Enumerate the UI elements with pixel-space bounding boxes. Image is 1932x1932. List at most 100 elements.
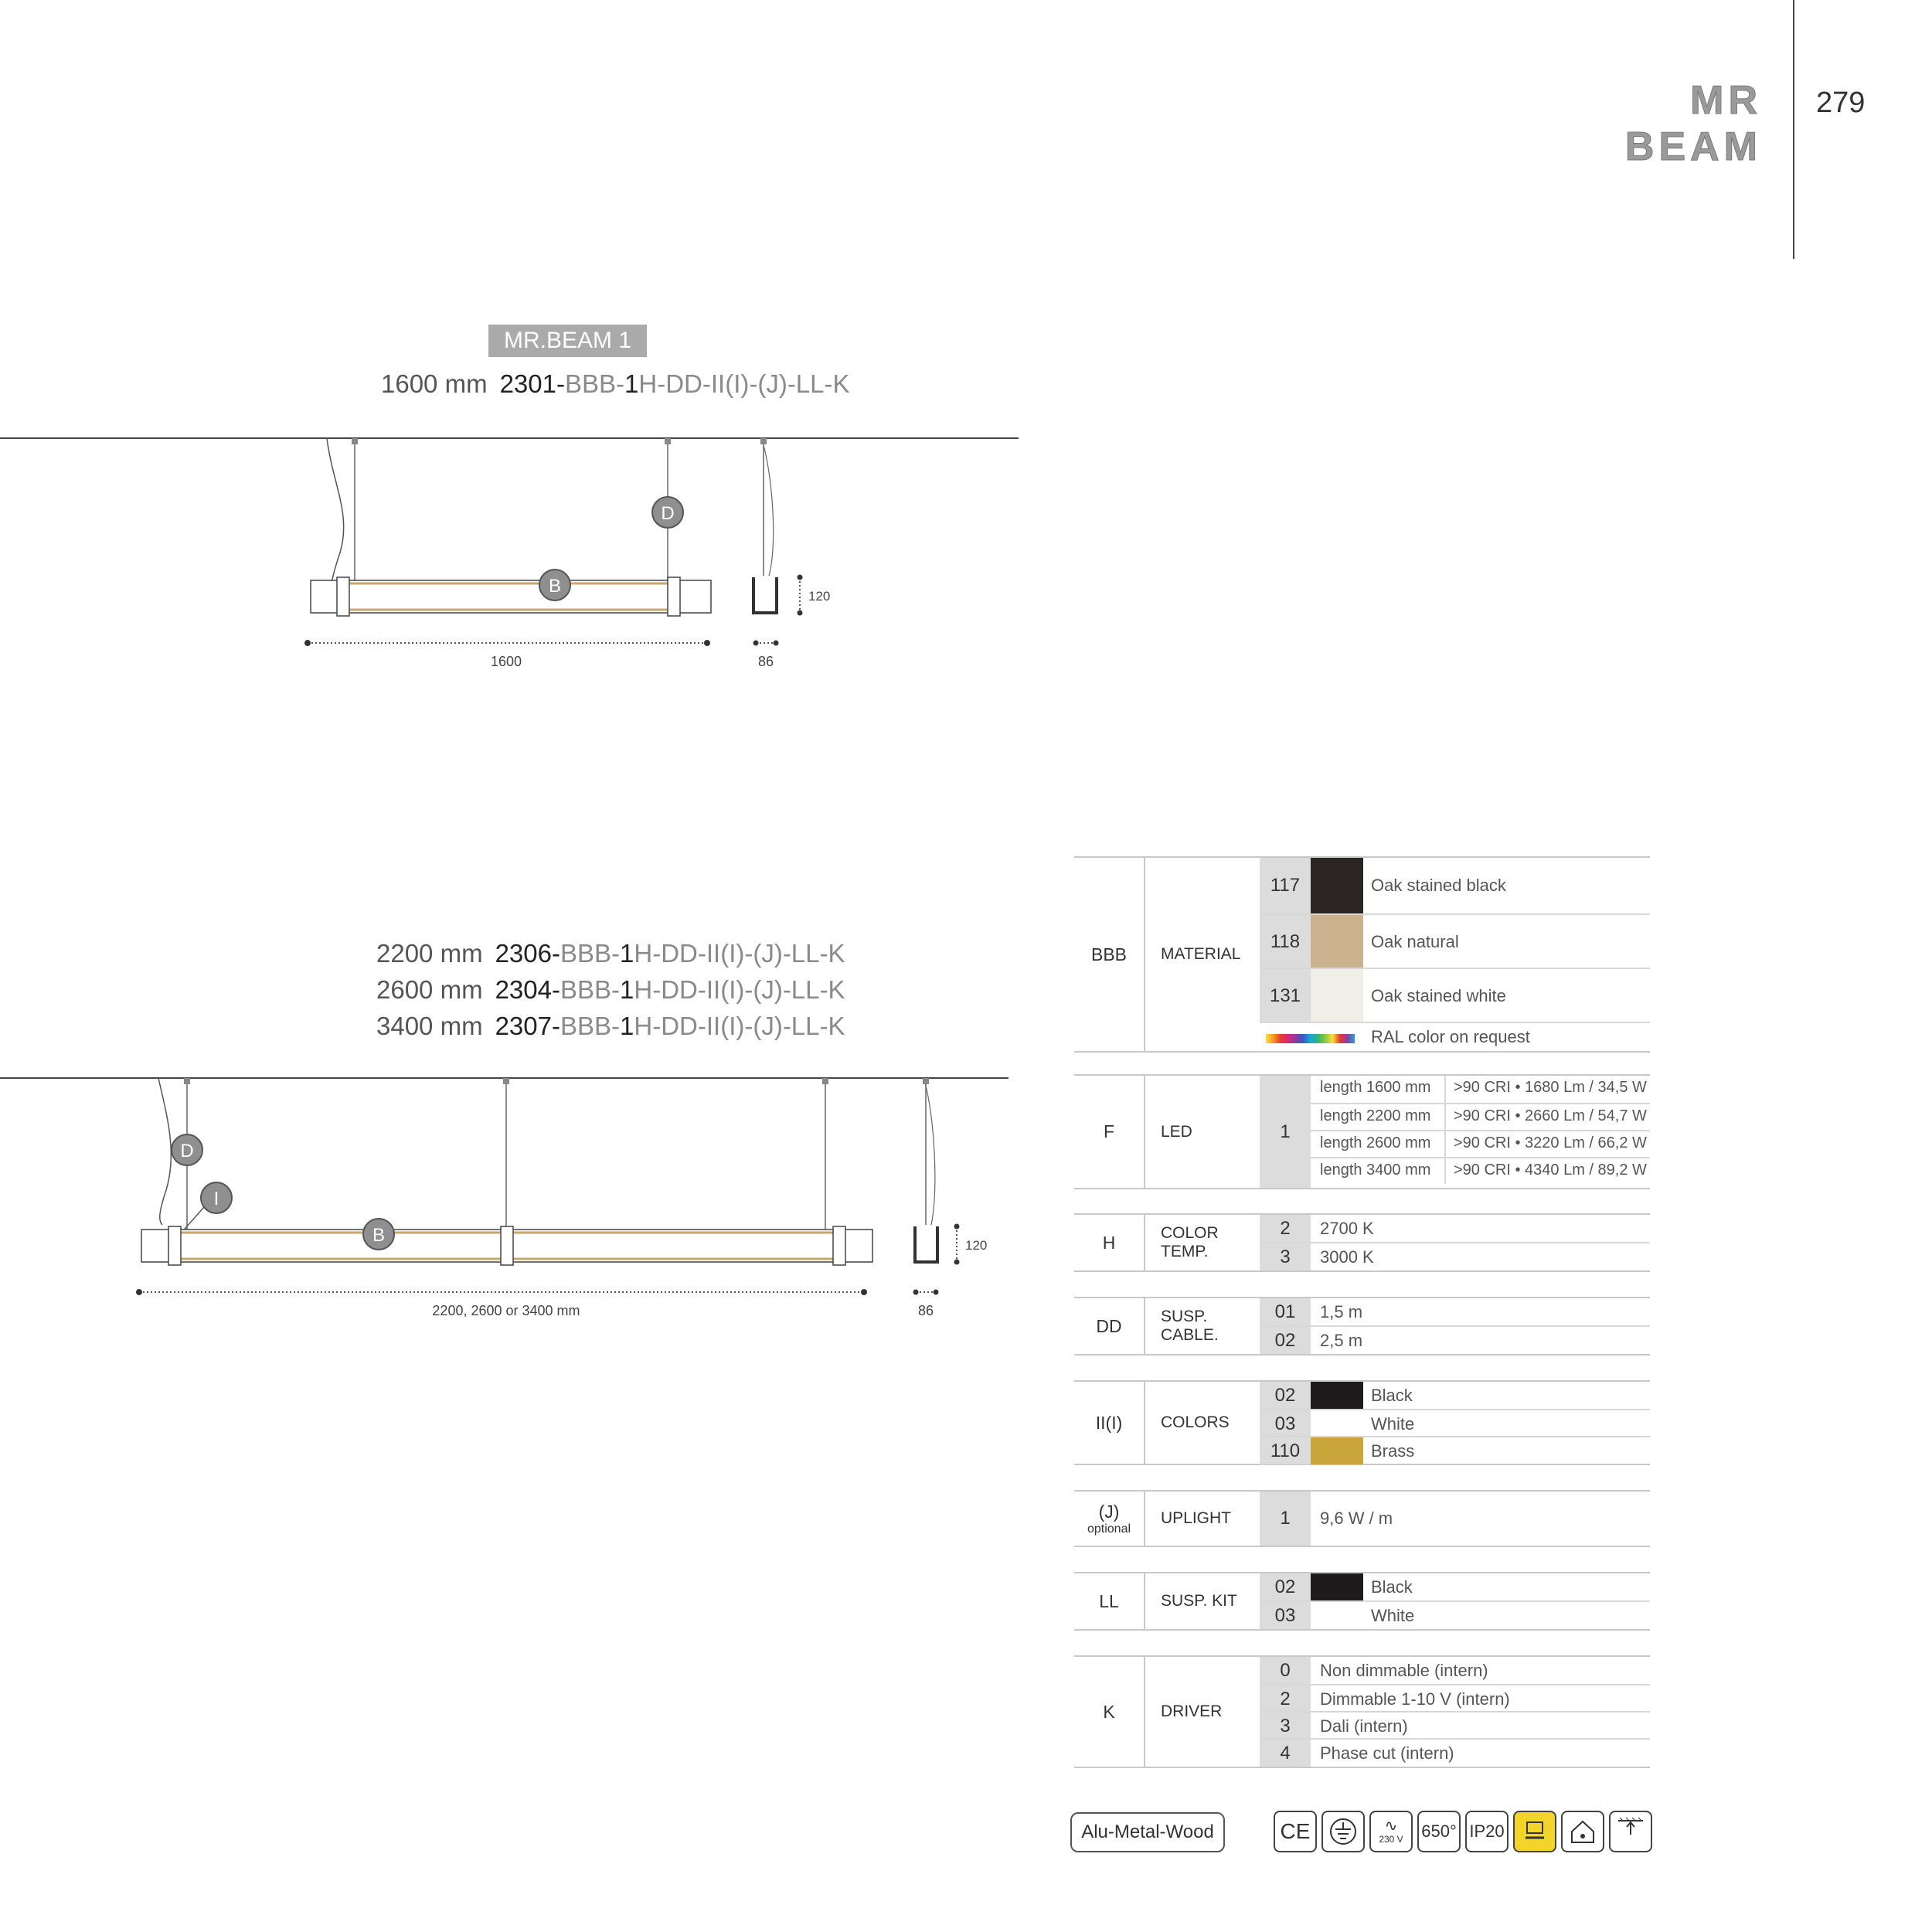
swatch-oak-white <box>1311 969 1363 1023</box>
ral-label: RAL color on request <box>1371 1027 1530 1046</box>
code-one: 1 <box>620 1012 634 1040</box>
led-row: length 2200 mm >90 CRI • 2660 Lm / 54,7 W <box>1311 1103 1650 1130</box>
spec-code: H <box>1102 1232 1116 1253</box>
spec-group-material: BBB MATERIAL 117 Oak stained black 118 O… <box>1074 856 1650 1053</box>
code-bbb: BBB <box>560 975 612 1004</box>
height-label: 120 <box>808 589 830 604</box>
beam-clamp <box>667 577 681 617</box>
option-label: White <box>1371 1605 1415 1625</box>
height-label: 120 <box>965 1238 987 1253</box>
code-separator: - <box>551 975 560 1004</box>
spec-name: UPLIGHT <box>1144 1492 1260 1546</box>
swatch-white <box>1311 1602 1363 1629</box>
option-number: 01 <box>1260 1298 1311 1325</box>
callout-d-label: D <box>180 1141 193 1162</box>
code-length: 2600 mm <box>376 975 483 1004</box>
ceiling-mount <box>665 438 671 444</box>
callout-i-label: I <box>214 1189 219 1209</box>
option-number: 03 <box>1260 1602 1311 1629</box>
option-number: 02 <box>1260 1382 1311 1409</box>
code-prefix: 2306 <box>495 939 552 968</box>
power-cable <box>158 1077 172 1226</box>
material-badge: Alu-Metal-Wood <box>1070 1812 1225 1852</box>
option-number: 4 <box>1260 1740 1311 1767</box>
option-label: Brass <box>1371 1440 1415 1461</box>
ceiling-mount <box>352 438 358 444</box>
led-value: >90 CRI • 1680 Lm / 34,5 W <box>1454 1079 1647 1096</box>
option-label: Black <box>1371 1577 1413 1597</box>
earth-ground-icon <box>1321 1811 1365 1852</box>
spec-option-row: 03 White <box>1260 1600 1650 1629</box>
spec-option-row: 0 Non dimmable (intern) <box>1260 1657 1650 1684</box>
product1-drawing: D B 1600 120 86 <box>0 437 1019 669</box>
spec-option-row: 118 Oak natural <box>1260 913 1650 969</box>
led-row: length 2600 mm>90 CRI • 3220 Lm / 66,2 W <box>1311 1130 1650 1157</box>
option-label: Black <box>1371 1385 1413 1405</box>
spec-option-row: 02 Black <box>1260 1382 1650 1409</box>
spec-code: BBB <box>1090 944 1128 964</box>
glow-wire-icon: 650° <box>1417 1811 1461 1852</box>
led-length: length 1600 mm <box>1320 1079 1431 1096</box>
option-number: 2 <box>1260 1215 1311 1242</box>
option-number: 117 <box>1260 858 1311 913</box>
spec-name: COLORS <box>1144 1382 1260 1464</box>
led-value: >90 CRI • 2660 Lm / 54,7 W <box>1454 1107 1647 1124</box>
code-separator: - <box>551 939 560 968</box>
code-one: 1 <box>620 939 634 968</box>
spec-option-row: 02 Black <box>1260 1573 1650 1600</box>
page-number: 279 <box>1816 87 1866 119</box>
code-separator: - <box>611 939 621 968</box>
option-number: 02 <box>1260 1327 1311 1354</box>
spec-code: F <box>1103 1121 1115 1141</box>
side-profile <box>913 1226 939 1264</box>
callout-d-label: D <box>661 503 674 524</box>
beam-body <box>310 580 712 614</box>
option-label: 9,6 W / m <box>1320 1509 1393 1528</box>
spec-option-row: 4 Phase cut (intern) <box>1260 1738 1650 1767</box>
option-label: 3000 K <box>1320 1247 1374 1267</box>
option-number: 0 <box>1260 1657 1311 1684</box>
spec-name: MATERIAL <box>1144 858 1260 1051</box>
callout-d-circle <box>651 496 684 529</box>
code-one: 1 <box>620 975 634 1004</box>
callout-b-label: B <box>549 576 561 597</box>
option-label: Dali (intern) <box>1320 1716 1408 1736</box>
option-number: 02 <box>1260 1573 1311 1600</box>
product2-drawing: D I B 2200, 2600 or 3400 mm 120 86 <box>0 1077 1009 1318</box>
code-one: 1 <box>624 369 639 398</box>
led-length: length 3400 mm <box>1320 1162 1431 1179</box>
product-badge: MR.BEAM 1 <box>488 325 648 357</box>
swatch-brass <box>1311 1437 1363 1464</box>
spec-name: SUSP. KIT <box>1144 1573 1260 1629</box>
option-label: Phase cut (intern) <box>1320 1743 1454 1763</box>
spec-code: (J) optional <box>1074 1492 1144 1546</box>
beam-clamp <box>832 1226 846 1266</box>
indoor-use-icon <box>1561 1811 1604 1852</box>
swatch-white <box>1311 1410 1363 1437</box>
led-length: length 2200 mm <box>1320 1107 1431 1124</box>
beam-clamp <box>336 577 350 617</box>
option-label: Oak stained white <box>1371 986 1506 1005</box>
callout-b-circle <box>539 569 571 601</box>
spec-option-row: 1 length 1600 mm>90 CRI • 1680 Lm / 34,5… <box>1260 1076 1650 1188</box>
beam-clamp <box>500 1226 514 1266</box>
voltage-icon: ∿ 230 V <box>1369 1811 1413 1852</box>
code-separator: - <box>611 1012 621 1040</box>
option-label: 2700 K <box>1320 1218 1374 1238</box>
option-label: Non dimmable (intern) <box>1320 1660 1488 1680</box>
led-row: length 1600 mm >90 CRI • 1680 Lm / 34,5 W <box>1311 1076 1650 1103</box>
code-length: 3400 mm <box>376 1012 483 1040</box>
led-value: >90 CRI • 4340 Lm / 89,2 W <box>1454 1162 1647 1179</box>
